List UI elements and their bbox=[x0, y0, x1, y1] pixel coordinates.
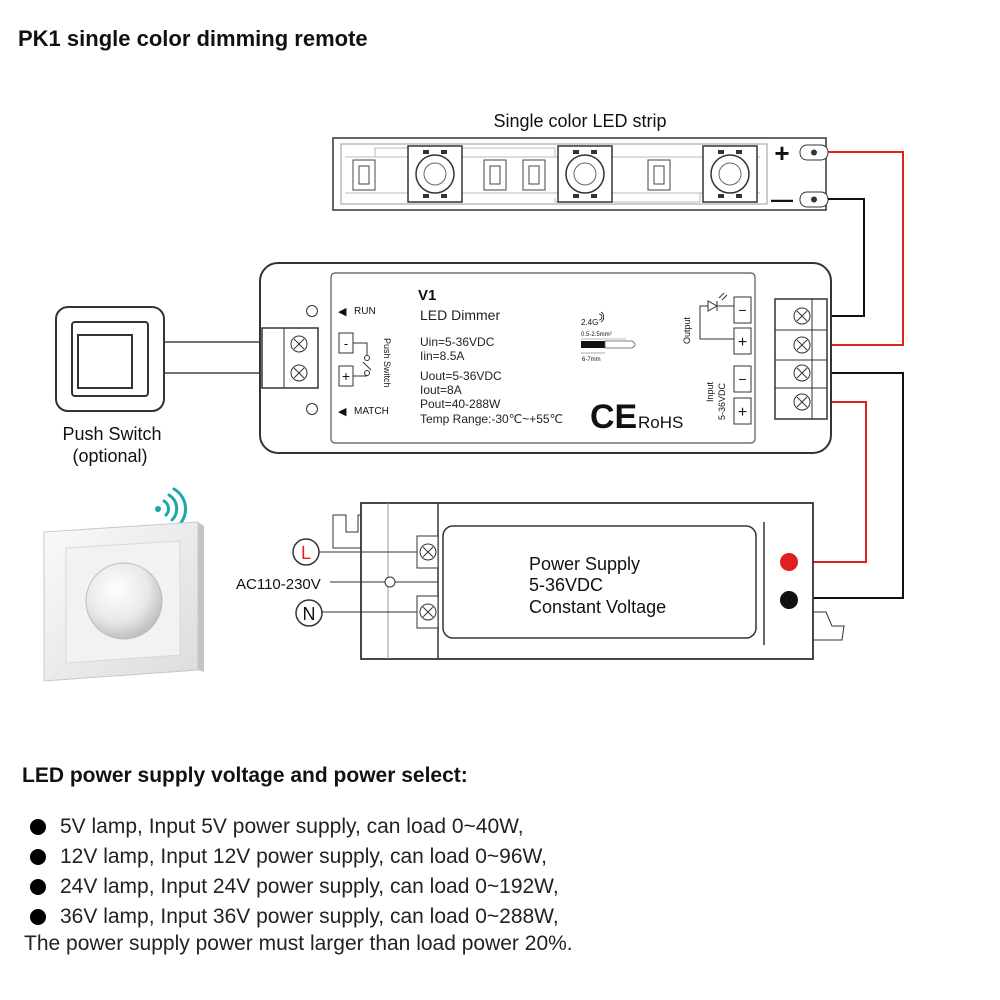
strip-plus-label: + bbox=[774, 138, 789, 168]
spec-iout: Iout=8A bbox=[420, 383, 462, 397]
wire-gauge-label: 0.5-2.5mm² bbox=[581, 332, 612, 338]
spec-uin: Uin=5-36VDC bbox=[420, 335, 495, 349]
wiring-diagram: PK1 single color dimming remote Single c… bbox=[18, 26, 904, 682]
push-switch-terminal bbox=[261, 327, 319, 389]
psu-type: Constant Voltage bbox=[529, 597, 666, 617]
led-chip-icon bbox=[557, 145, 613, 203]
spec-pout: Pout=40-288W bbox=[420, 397, 501, 411]
output-input-terminal bbox=[774, 298, 828, 420]
output-plus-label: + bbox=[738, 334, 747, 351]
bullet-icon bbox=[30, 909, 46, 925]
power-supply: L N AC110-230V Power Supply 5-36VDC Cons… bbox=[236, 502, 845, 660]
led-chip-icon bbox=[702, 145, 758, 203]
bullet-icon bbox=[30, 819, 46, 835]
list-item: 36V lamp, Input 36V power supply, can lo… bbox=[26, 902, 559, 932]
push-switch: Push Switch (optional) bbox=[55, 306, 165, 466]
psu-voltage: 5-36VDC bbox=[529, 575, 603, 595]
ac-voltage-label: AC110-230V bbox=[236, 576, 321, 593]
list-item-text: 24V lamp, Input 24V power supply, can lo… bbox=[60, 875, 559, 898]
led-chip-icon bbox=[407, 145, 463, 203]
selection-list: 5V lamp, Input 5V power supply, can load… bbox=[26, 812, 559, 932]
red-wire bbox=[790, 401, 867, 563]
output-label: Output bbox=[682, 316, 692, 344]
input-voltage-label: 5-36VDC bbox=[717, 382, 727, 420]
dimmer-knob bbox=[85, 562, 163, 640]
match-arrow-icon: ◀ bbox=[338, 406, 347, 418]
strip-length-label: 6-7mm bbox=[582, 357, 601, 363]
resistor-icon bbox=[483, 159, 507, 191]
wireless-small-icon bbox=[598, 311, 605, 323]
strip-minus-label: — bbox=[771, 187, 793, 212]
input-label: Input bbox=[705, 381, 715, 402]
spec-temp: Temp Range:-30℃~+55℃ bbox=[420, 412, 563, 426]
psu-negative-terminal bbox=[780, 591, 798, 609]
input-minus-label: − bbox=[738, 371, 746, 387]
page-title: PK1 single color dimming remote bbox=[18, 26, 368, 51]
resistor-icon bbox=[352, 159, 376, 191]
run-arrow-icon: ◀ bbox=[338, 306, 347, 318]
switch-port-minus: - bbox=[344, 336, 348, 351]
match-label: MATCH bbox=[354, 406, 389, 417]
run-label: RUN bbox=[354, 306, 376, 317]
dimmer-model: V1 bbox=[418, 287, 436, 304]
ce-mark-icon: CE bbox=[590, 398, 637, 436]
list-item-text: 5V lamp, Input 5V power supply, can load… bbox=[60, 815, 524, 838]
wire-strip-icon bbox=[581, 338, 636, 354]
power-note: The power supply power must larger than … bbox=[24, 932, 573, 955]
wireless-signal-icon bbox=[155, 487, 188, 528]
neutral-label: N bbox=[303, 604, 316, 624]
spec-iin: Iin=8.5A bbox=[420, 349, 464, 363]
psu-title: Power Supply bbox=[529, 554, 640, 574]
list-item: 12V lamp, Input 12V power supply, can lo… bbox=[26, 842, 559, 872]
switch-port-plus: + bbox=[342, 368, 350, 384]
list-item: 24V lamp, Input 24V power supply, can lo… bbox=[26, 872, 559, 902]
list-item-text: 12V lamp, Input 12V power supply, can lo… bbox=[60, 845, 547, 868]
wall-dimmer-remote bbox=[43, 521, 204, 682]
list-item-text: 36V lamp, Input 36V power supply, can lo… bbox=[60, 905, 559, 928]
live-label: L bbox=[301, 543, 311, 563]
live-terminal-icon bbox=[292, 538, 320, 566]
led-strip-label: Single color LED strip bbox=[493, 111, 666, 131]
led-dimmer-controller: ◀ RUN ◀ MATCH - + Push Switch V1 LED Dim… bbox=[259, 262, 832, 454]
run-indicator bbox=[306, 305, 318, 317]
push-switch-optional-label: (optional) bbox=[72, 446, 147, 466]
push-switch-port-label: Push Switch bbox=[382, 338, 392, 388]
neutral-terminal-icon bbox=[295, 599, 323, 627]
black-wire bbox=[790, 372, 904, 599]
dimmer-name: LED Dimmer bbox=[420, 307, 500, 323]
psu-positive-terminal bbox=[780, 553, 798, 571]
black-wire bbox=[812, 198, 865, 317]
resistor-icon bbox=[647, 159, 671, 191]
spec-uout: Uout=5-36VDC bbox=[420, 369, 502, 383]
selection-title: LED power supply voltage and power selec… bbox=[22, 764, 468, 787]
bullet-icon bbox=[30, 849, 46, 865]
rohs-label: RoHS bbox=[638, 413, 683, 432]
output-minus-label: − bbox=[738, 302, 746, 318]
led-diode-icon bbox=[699, 292, 734, 340]
match-indicator bbox=[306, 403, 318, 415]
resistor-icon bbox=[522, 159, 546, 191]
bullet-icon bbox=[30, 879, 46, 895]
list-item: 5V lamp, Input 5V power supply, can load… bbox=[26, 812, 559, 842]
frequency-label: 2.4G bbox=[581, 318, 598, 327]
input-plus-label: + bbox=[738, 404, 747, 421]
red-wire bbox=[812, 151, 904, 346]
led-strip: Single color LED strip bbox=[332, 111, 829, 212]
push-switch-label: Push Switch bbox=[62, 424, 161, 444]
wiring bbox=[164, 151, 904, 599]
push-switch-symbol-icon bbox=[353, 342, 372, 377]
